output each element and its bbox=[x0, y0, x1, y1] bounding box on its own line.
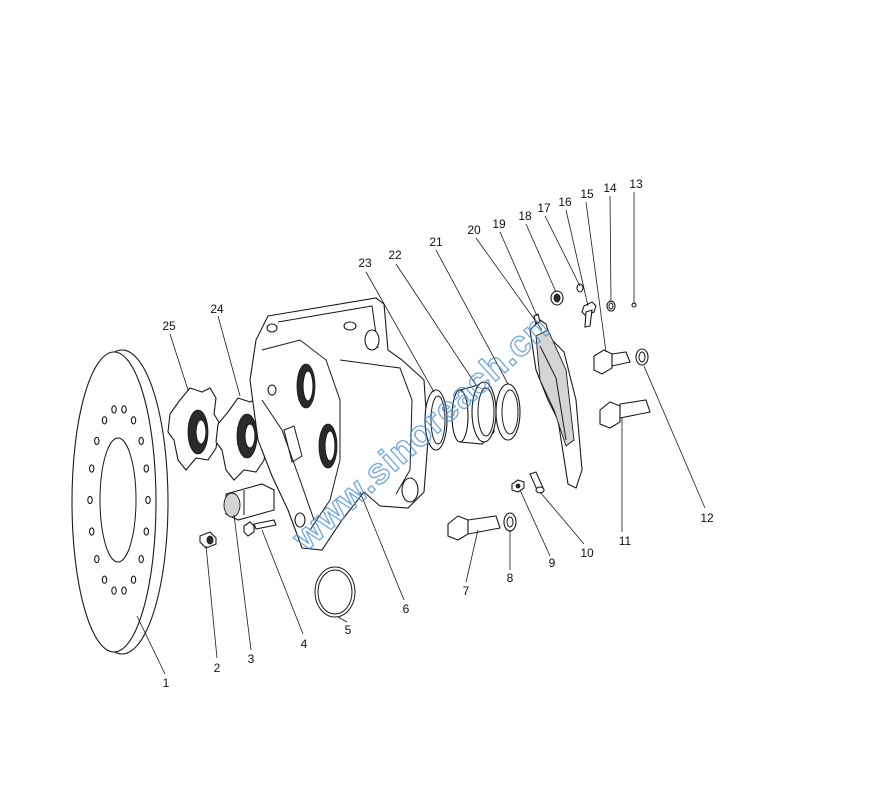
part-20-brake-pad bbox=[529, 319, 583, 489]
part-25-flange bbox=[167, 387, 221, 471]
part-15-bolt bbox=[593, 349, 631, 375]
callout-20: 20 bbox=[467, 223, 481, 237]
disc-hole bbox=[143, 527, 150, 536]
part-22-piston bbox=[451, 381, 497, 445]
part-14-washer bbox=[606, 300, 616, 312]
disc-hole bbox=[88, 527, 95, 536]
part-5-o-ring bbox=[314, 566, 356, 618]
part-11-large-bolt bbox=[599, 399, 651, 429]
part-4-bolt bbox=[243, 519, 277, 537]
disc-hole bbox=[94, 436, 100, 446]
callout-7: 7 bbox=[463, 584, 470, 598]
part-23-seal-ring bbox=[424, 389, 448, 451]
part-2-bushing bbox=[199, 531, 217, 549]
disc-hole bbox=[94, 554, 100, 564]
callout-22: 22 bbox=[388, 248, 402, 262]
callout-18: 18 bbox=[518, 209, 532, 223]
disc-hole bbox=[88, 464, 95, 473]
part-6-caliper-housing bbox=[249, 297, 429, 551]
part-12-washer bbox=[635, 348, 649, 366]
part-9-nut bbox=[511, 479, 525, 493]
disc-hole bbox=[138, 436, 144, 446]
callout-5: 5 bbox=[345, 623, 352, 637]
callout-9: 9 bbox=[549, 556, 556, 570]
callout-23: 23 bbox=[358, 256, 372, 270]
callout-4: 4 bbox=[301, 637, 308, 651]
leader-lines bbox=[136, 192, 706, 675]
disc-hole bbox=[101, 416, 108, 425]
callout-24: 24 bbox=[210, 302, 224, 316]
disc-hole bbox=[111, 405, 117, 414]
callout-2: 2 bbox=[214, 661, 221, 675]
callout-6: 6 bbox=[403, 602, 410, 616]
callout-labels: 1 2 3 4 5 6 7 8 9 10 11 12 13 14 15 16 1… bbox=[162, 177, 714, 690]
disc-hole bbox=[121, 405, 127, 414]
disc-hole bbox=[138, 554, 144, 564]
part-1-brake-disc bbox=[71, 349, 169, 655]
part-16-bolt bbox=[581, 301, 597, 328]
part-10-pin bbox=[529, 471, 545, 494]
callout-16: 16 bbox=[558, 195, 572, 209]
callout-25: 25 bbox=[162, 319, 176, 333]
part-21-ring bbox=[495, 383, 521, 441]
part-7-bolt bbox=[447, 515, 501, 541]
callout-15: 15 bbox=[580, 187, 594, 201]
part-8-washer bbox=[503, 512, 517, 532]
callout-1: 1 bbox=[163, 676, 170, 690]
disc-hole bbox=[130, 575, 137, 584]
callout-21: 21 bbox=[429, 235, 443, 249]
callout-8: 8 bbox=[507, 571, 514, 585]
callout-11: 11 bbox=[619, 534, 632, 548]
disc-hole bbox=[121, 586, 127, 595]
disc-hole bbox=[130, 416, 137, 425]
disc-hole bbox=[143, 464, 150, 473]
callout-14: 14 bbox=[603, 181, 617, 195]
part-3-pin bbox=[223, 483, 275, 521]
callout-10: 10 bbox=[580, 546, 594, 560]
callout-3: 3 bbox=[248, 652, 255, 666]
disc-hole bbox=[87, 495, 93, 505]
disc-hole bbox=[101, 575, 108, 584]
callout-13: 13 bbox=[629, 177, 643, 191]
part-18-nut bbox=[550, 290, 564, 306]
callout-19: 19 bbox=[492, 217, 506, 231]
callout-17: 17 bbox=[537, 201, 551, 215]
disc-hole bbox=[111, 586, 117, 595]
part-17-washer bbox=[576, 283, 584, 293]
callout-12: 12 bbox=[700, 511, 714, 525]
disc-hole bbox=[145, 495, 151, 505]
